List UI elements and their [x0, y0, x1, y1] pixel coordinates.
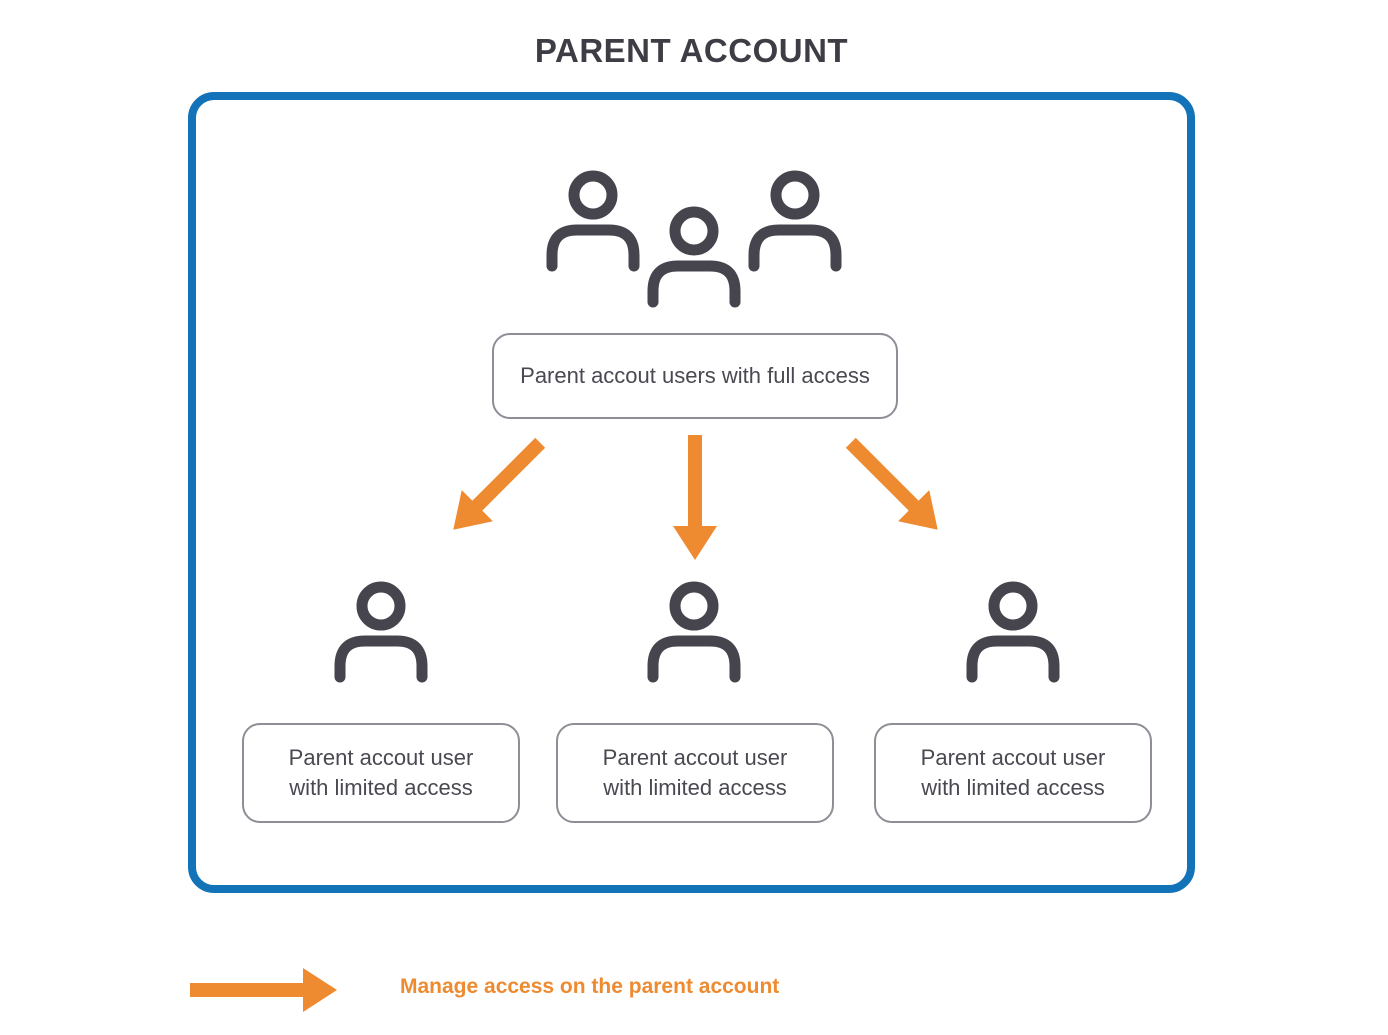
down-arrow-icon [453, 437, 546, 530]
person-icon [966, 581, 1060, 683]
legend-label: Manage access on the parent account [400, 975, 780, 998]
down-arrow-icon [673, 435, 717, 560]
limited-access-label-line: Parent accout user [288, 745, 474, 770]
user-icon-left [333, 581, 429, 688]
legend [190, 968, 337, 1012]
manage-access-arrow-right [835, 427, 957, 549]
user-icon-middle [646, 581, 742, 688]
right-arrow-icon [190, 968, 337, 1012]
person-icon [647, 581, 741, 683]
users-group-icon [646, 206, 742, 313]
person-icon [748, 170, 842, 272]
manage-access-arrow-left [434, 427, 556, 549]
full-access-node: Parent accout users with full access [492, 333, 898, 419]
user-icon-right [965, 581, 1061, 688]
manage-access-arrow-middle [673, 435, 717, 565]
limited-access-label-line: Parent accout user [920, 745, 1106, 770]
users-group-icon [545, 170, 641, 277]
page-title: PARENT ACCOUNT [534, 32, 849, 69]
person-icon [546, 170, 640, 272]
limited-access-label-line: with limited access [289, 775, 473, 800]
down-arrow-icon [845, 437, 938, 530]
limited-access-label-line: Parent accout user [602, 745, 788, 770]
limited-access-label-line: with limited access [921, 775, 1105, 800]
users-group-icon [747, 170, 843, 277]
person-icon [647, 206, 741, 308]
limited-access-node: Parent accout user with limited access [242, 723, 520, 823]
limited-access-label-line: with limited access [603, 775, 787, 800]
full-access-label: Parent accout users with full access [520, 363, 870, 388]
limited-access-node: Parent accout user with limited access [556, 723, 834, 823]
person-icon [334, 581, 428, 683]
limited-access-node: Parent accout user with limited access [874, 723, 1152, 823]
